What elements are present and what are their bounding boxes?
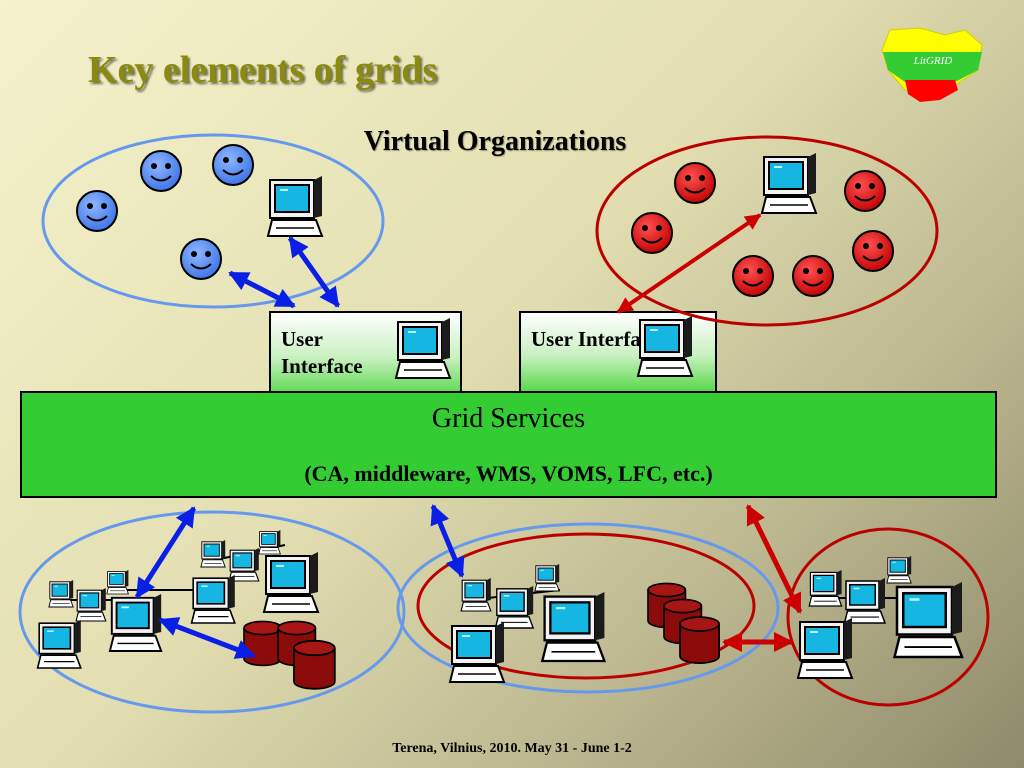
smiley-icon <box>140 150 182 192</box>
computer-icon <box>258 529 281 555</box>
computer-icon <box>494 585 534 629</box>
double-arrow-icon <box>616 213 762 314</box>
computer-icon <box>449 621 505 683</box>
computer-icon <box>106 569 129 595</box>
computer-icon <box>36 619 82 669</box>
database-cluster-left <box>243 620 336 690</box>
computer-icon <box>190 574 236 624</box>
double-arrow-icon <box>228 270 296 309</box>
smiley-icon <box>76 190 118 232</box>
computer-icon <box>808 569 843 607</box>
double-arrow-icon <box>430 504 465 578</box>
computer-icon <box>460 577 492 612</box>
smiley-icon <box>732 255 774 297</box>
computer-icon <box>541 590 606 663</box>
computer-icon <box>267 175 323 237</box>
database-icon <box>293 639 336 690</box>
smiley-icon <box>631 212 673 254</box>
user-interface-label: User Interface <box>531 327 660 351</box>
logo-text: LitGRID <box>913 55 953 67</box>
virtual-organizations-heading: Virtual Organizations <box>363 126 627 157</box>
grid-services-bar: Grid Services (CA, middleware, WMS, VOMS… <box>20 391 997 498</box>
computer-cluster-middle <box>449 563 606 683</box>
double-arrow-icon <box>134 506 197 599</box>
computer-icon <box>200 539 226 568</box>
grid-services-subtitle: (CA, middleware, WMS, VOMS, LFC, etc.) <box>304 461 713 486</box>
smiley-icon <box>844 170 886 212</box>
slide-footer: Terena, Vilnius, 2010. May 31 - June 1-2 <box>392 741 632 756</box>
user-interface-label-line2: Interface <box>281 353 363 378</box>
computer-icon <box>395 317 451 379</box>
computer-icon <box>48 579 74 608</box>
computer-icon <box>263 551 319 613</box>
smiley-icon <box>180 238 222 280</box>
double-arrow-icon <box>287 236 341 308</box>
double-arrow-icon <box>745 504 803 614</box>
smiley-icon <box>852 230 894 272</box>
computer-icon <box>893 580 964 659</box>
computer-icon <box>843 577 886 624</box>
computer-icon <box>761 152 817 214</box>
computer-icon <box>797 617 853 679</box>
database-icon <box>679 616 720 664</box>
vo-blue-ellipse <box>41 133 385 309</box>
user-interface-label-line1: User <box>281 327 323 351</box>
resource-blue-ellipse-left <box>18 510 406 714</box>
database-cluster-middle <box>647 582 720 664</box>
computer-icon <box>637 315 693 377</box>
vo-red-ellipse <box>595 135 939 327</box>
computer-icon <box>75 587 107 622</box>
litgrid-logo-icon: LitGRID <box>881 27 983 102</box>
resource-red-ellipse-right <box>786 527 990 707</box>
computer-icon <box>886 555 912 584</box>
smiley-icon <box>674 162 716 204</box>
slide-title: Key elements of grids <box>88 49 438 91</box>
double-arrow-icon <box>158 617 256 659</box>
smiley-icon <box>792 255 834 297</box>
computer-icon <box>108 593 163 652</box>
smiley-icon <box>212 144 254 186</box>
database-icon <box>243 620 283 667</box>
computer-icon <box>534 563 560 592</box>
computer-cluster-right <box>797 555 964 679</box>
grid-services-title: Grid Services <box>431 403 586 434</box>
